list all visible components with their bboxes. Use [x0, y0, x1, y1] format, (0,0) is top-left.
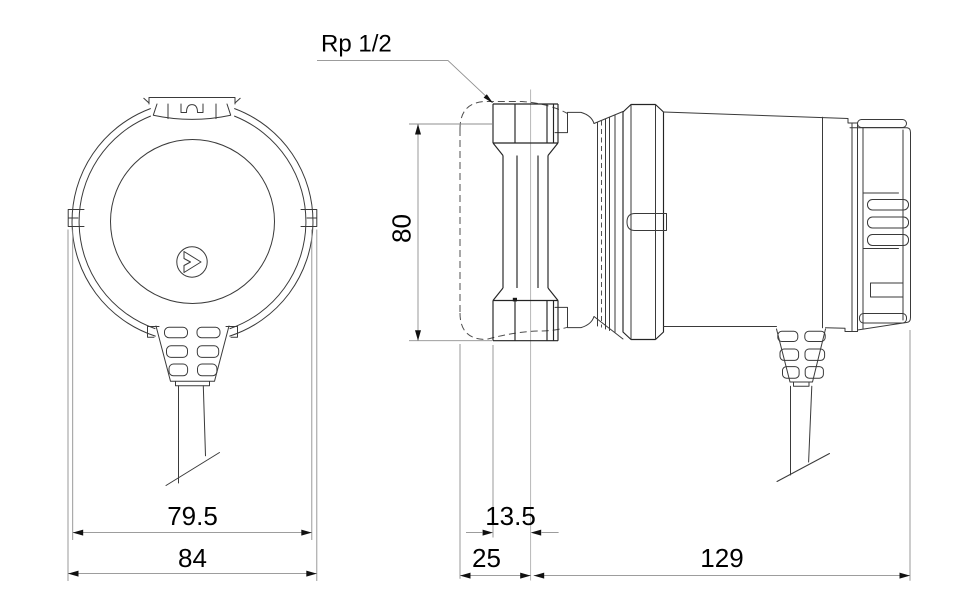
datum-mark	[512, 297, 517, 302]
arrowhead	[306, 570, 317, 577]
dimension-left-of-center: 25	[460, 543, 531, 579]
dimension-front-width-inner: 79.5	[67, 229, 318, 581]
clamp-ring-facets	[630, 104, 656, 340]
vent-slot	[867, 199, 909, 211]
end-cap-top-tab	[857, 119, 907, 128]
extension-lines	[409, 123, 492, 342]
pipe-union-bottom	[492, 287, 559, 342]
arrowhead	[415, 124, 421, 135]
pipe-column	[492, 103, 559, 342]
arrowhead	[301, 529, 312, 536]
gland-rib	[196, 326, 221, 339]
gland-rib	[168, 363, 189, 377]
leader-arrowhead	[483, 94, 494, 104]
arrowhead	[520, 572, 531, 579]
gland-rib	[164, 326, 188, 339]
top-terminal-clip	[143, 97, 241, 120]
clamp-ring-outline	[622, 103, 665, 341]
gland-rib	[804, 330, 826, 342]
body-length-value: 129	[700, 543, 743, 573]
vent-separators	[862, 192, 899, 249]
extension-lines	[459, 330, 911, 581]
arrowhead	[460, 572, 471, 579]
dimensions: Rp 1/2 80 79.5 84 13.5	[67, 31, 911, 581]
gland-tabs	[147, 326, 238, 338]
volute-hidden-outline	[459, 101, 568, 341]
end-cap-edge	[849, 127, 911, 331]
arrowhead	[482, 529, 493, 536]
front-width-outer-value: 84	[178, 543, 207, 573]
front-view	[67, 97, 318, 486]
motor-body-outline	[663, 111, 858, 332]
end-cap	[849, 119, 911, 331]
clip-bar	[143, 97, 241, 105]
thread-label: Rp 1/2	[321, 31, 392, 58]
dimension-body-length: 129	[533, 543, 910, 579]
power-cable-side	[776, 385, 830, 482]
side-clip-left	[67, 209, 85, 227]
gland-rib	[196, 345, 220, 358]
left-of-center-value: 25	[472, 543, 501, 573]
arrowhead	[72, 529, 84, 536]
arrowhead	[533, 572, 545, 579]
port-to-port-value: 80	[387, 214, 417, 243]
gland-body-side	[776, 328, 826, 387]
clamp-ring-tab	[626, 213, 667, 231]
vent-slot	[867, 216, 909, 229]
clamp-ring	[622, 103, 667, 341]
pipe-body	[502, 155, 549, 288]
extension-lines	[67, 229, 318, 581]
vent-slot	[867, 234, 909, 246]
side-clip-right	[300, 209, 318, 227]
leader-line	[317, 60, 493, 103]
clip-saddle	[180, 103, 204, 113]
dimension-thread-label: Rp 1/2	[317, 31, 494, 104]
stator-rings	[593, 111, 624, 340]
dimension-port-to-port: 80	[387, 123, 492, 342]
cable-gland-side	[776, 328, 826, 387]
lower-slot	[870, 282, 904, 298]
arrowhead	[415, 330, 421, 341]
cable-gland-front	[147, 325, 238, 387]
housing-outer-circle	[71, 108, 314, 337]
arrowhead	[530, 529, 542, 536]
arrowhead	[68, 570, 79, 577]
clip-skirt	[152, 103, 232, 120]
gland-rib	[779, 348, 800, 361]
dimension-center-offset: 13.5	[459, 330, 911, 581]
gland-body	[155, 325, 230, 387]
power-cable-front	[165, 385, 220, 486]
gland-rib	[777, 330, 799, 342]
front-width-inner-value: 79.5	[167, 501, 218, 531]
center-offset-value: 13.5	[485, 501, 536, 531]
gland-rib	[804, 348, 826, 361]
rear-collar	[851, 122, 858, 332]
motor-body	[663, 111, 858, 332]
side-view	[459, 89, 911, 581]
gland-rib	[166, 345, 188, 358]
end-cap-bottom-tab	[859, 313, 907, 324]
gland-rib	[197, 363, 218, 377]
logo-badge-circle	[176, 246, 208, 278]
volute-flange	[554, 111, 595, 329]
housing-inner-ring	[78, 115, 307, 330]
front-plate-circle	[110, 139, 275, 304]
gland-rib	[782, 366, 800, 379]
pipe-union-top	[492, 103, 559, 156]
arrowhead	[899, 572, 910, 579]
gland-rib	[804, 366, 824, 379]
pump-logo-chevron-icon	[183, 251, 202, 273]
dimension-front-width-outer: 84	[68, 543, 317, 577]
